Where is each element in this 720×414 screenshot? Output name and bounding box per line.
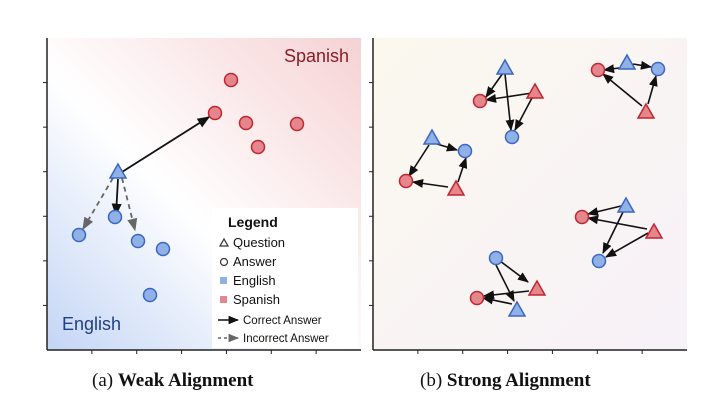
incorrect-answer-arrow <box>82 177 114 231</box>
arrow <box>408 144 430 177</box>
english-question-point <box>507 300 527 317</box>
english-answer-point <box>457 143 473 159</box>
arrow <box>504 73 515 132</box>
english-answer-point <box>650 61 666 77</box>
cluster <box>590 53 666 119</box>
spanish-swatch-icon <box>220 296 227 303</box>
legend-correct-label: Correct Answer <box>243 315 322 327</box>
spanish-question-point <box>446 179 466 196</box>
arrow <box>499 260 529 283</box>
spanish-region-label: Spanish <box>284 46 349 66</box>
arrow <box>484 92 533 103</box>
spanish-answer-point <box>223 72 239 88</box>
english-question-point <box>616 196 636 213</box>
caption-title: Strong Alignment <box>446 370 591 391</box>
english-answer-point <box>142 287 158 303</box>
arrow <box>605 232 649 258</box>
caption-prefix: (b) <box>420 370 447 391</box>
panel-strong-alignment <box>369 38 687 354</box>
legend-box <box>212 208 358 348</box>
arrow <box>485 72 504 98</box>
spanish-answer-point <box>207 105 223 121</box>
spanish-answer-point <box>250 139 266 155</box>
arrow <box>602 209 625 255</box>
caption-weak-alignment: (a) Weak Alignment <box>92 370 254 392</box>
arrow <box>495 264 515 303</box>
english-question-point <box>108 162 128 179</box>
english-region-label: English <box>62 314 121 334</box>
caption-title: Weak Alignment <box>117 370 254 391</box>
cluster <box>472 58 545 145</box>
legend: Legend Question Answer English Spanish C… <box>212 208 358 348</box>
arrow <box>647 74 658 105</box>
legend-answer-label: Answer <box>233 254 277 269</box>
panel-b-background <box>373 38 687 350</box>
legend-english-label: English <box>233 273 276 288</box>
correct-answer-arrow <box>121 116 211 173</box>
circle-icon <box>219 257 229 267</box>
correct-answer-arrow <box>111 178 122 217</box>
arrow <box>411 178 449 188</box>
arrow <box>586 205 622 216</box>
spanish-answer-point <box>590 62 606 78</box>
arrow <box>457 156 468 183</box>
arrow <box>602 73 643 107</box>
english-question-point <box>495 58 515 75</box>
legend-title: Legend <box>228 214 278 230</box>
triangle-icon <box>218 237 230 247</box>
spanish-question-point <box>644 222 664 239</box>
english-answer-point <box>155 241 171 257</box>
legend-spanish-label: Spanish <box>233 292 280 307</box>
arrow <box>602 64 620 74</box>
arrow <box>632 60 653 70</box>
spanish-answer-point <box>472 93 488 109</box>
english-answer-point <box>504 129 520 145</box>
spanish-question-point <box>525 82 545 99</box>
cluster <box>469 250 547 317</box>
legend-question-label: Question <box>233 235 285 250</box>
spanish-answer-point <box>289 116 305 132</box>
spanish-answer-point <box>469 290 485 306</box>
arrow <box>482 290 530 300</box>
cluster <box>398 128 473 196</box>
cluster <box>574 196 664 269</box>
arrow <box>436 142 459 152</box>
english-answer-point <box>71 227 87 243</box>
spanish-answer-point <box>238 115 254 131</box>
english-question-point <box>617 53 637 70</box>
english-answer-point <box>130 233 146 249</box>
legend-incorrect-label: Incorrect Answer <box>243 333 329 345</box>
caption-strong-alignment: (b) Strong Alignment <box>420 370 591 392</box>
spanish-answer-point <box>574 209 590 225</box>
english-answer-point <box>107 209 123 225</box>
arrow <box>514 95 534 131</box>
caption-prefix: (a) <box>92 370 118 391</box>
english-swatch-icon <box>220 277 227 284</box>
spanish-question-point <box>527 279 547 296</box>
panel-weak-alignment: Spanish English Legend Question Answer <box>43 38 361 354</box>
english-answer-point <box>591 253 607 269</box>
arrow <box>586 215 648 230</box>
spanish-question-point <box>636 102 656 119</box>
spanish-answer-point <box>398 173 414 189</box>
english-question-point <box>422 128 442 145</box>
english-answer-point <box>488 250 504 266</box>
